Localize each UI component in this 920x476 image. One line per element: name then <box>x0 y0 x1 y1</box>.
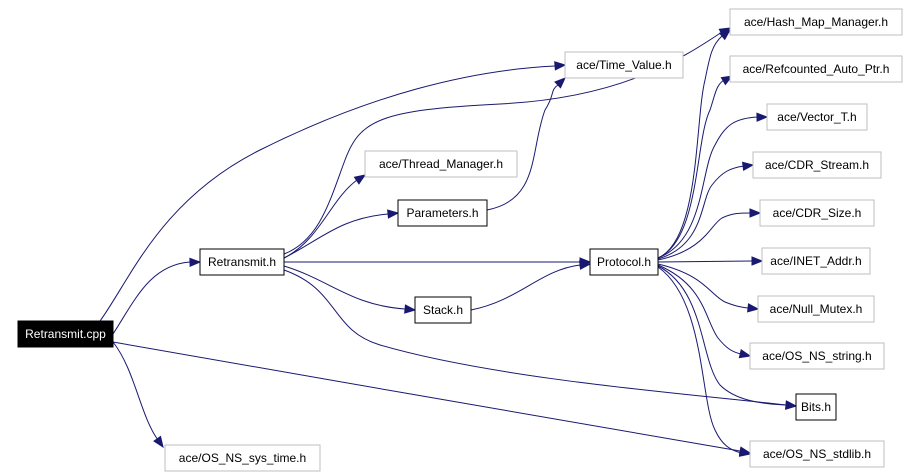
node-hash-map-manager: ace/Hash_Map_Manager.h <box>729 8 903 36</box>
edge-protocol_h-to-vector_t <box>657 112 769 259</box>
edge-stack_h-to-protocol_h <box>470 260 592 311</box>
node-box <box>589 248 659 276</box>
node-label: Stack.h <box>423 303 463 317</box>
node-box <box>749 342 885 370</box>
node-box <box>364 150 518 178</box>
arrowhead <box>153 435 164 449</box>
node-box <box>729 8 903 36</box>
edge-protocol_h-to-cdr_stream <box>657 161 755 260</box>
node-label: ace/INET_Addr.h <box>770 254 861 268</box>
node-os-ns-sys-time: ace/OS_NS_sys_time.h <box>164 444 321 472</box>
arrowhead <box>738 447 752 457</box>
node-os-ns-string: ace/OS_NS_string.h <box>749 342 885 370</box>
arrowhead <box>387 209 400 219</box>
node-null-mutex: ace/Null_Mutex.h <box>757 295 875 323</box>
arrowhead <box>579 260 592 270</box>
edge-parameters_h-to-time_value <box>486 77 566 211</box>
node-label: ace/Refcounted_Auto_Ptr.h <box>743 62 890 76</box>
arrowhead <box>785 400 798 410</box>
node-box <box>752 151 882 179</box>
node-box <box>795 393 837 421</box>
node-box <box>414 296 472 324</box>
node-label: ace/Time_Value.h <box>576 58 671 72</box>
node-label: ace/Hash_Map_Manager.h <box>744 15 888 29</box>
node-protocol-h[interactable]: Protocol.h <box>589 248 659 276</box>
node-label: ace/Vector_T.h <box>777 110 856 124</box>
edge-protocol_h-to-inet_addr <box>657 256 764 266</box>
node-box <box>766 103 868 131</box>
edge-protocol_h-to-null_mutex <box>657 263 760 313</box>
arrowhead <box>720 75 734 86</box>
node-label: Retransmit.cpp <box>25 327 106 341</box>
edge-protocol_h-to-os_ns_stdlib <box>657 266 752 457</box>
edge-protocol_h-to-bits_h <box>657 265 798 410</box>
node-label: ace/Thread_Manager.h <box>379 157 503 171</box>
node-label: ace/OS_NS_sys_time.h <box>179 451 306 465</box>
node-label: Bits.h <box>801 400 831 414</box>
node-box <box>199 248 285 276</box>
arrowhead <box>738 348 752 359</box>
node-label: ace/OS_NS_stdlib.h <box>763 447 871 461</box>
node-retransmit-h[interactable]: Retransmit.h <box>199 248 285 276</box>
arrowhead <box>749 208 762 218</box>
arrowhead <box>554 61 567 71</box>
arrowhead <box>756 112 769 122</box>
edge-retransmit_cpp-to-retransmit_h <box>112 257 202 335</box>
node-box <box>564 51 684 79</box>
arrowhead <box>189 257 202 268</box>
node-box <box>164 444 321 472</box>
edge-layer <box>99 27 798 457</box>
node-inet-addr: ace/INET_Addr.h <box>761 247 871 275</box>
edge-protocol_h-to-os_ns_string <box>657 264 752 359</box>
edge-retransmit_h-to-protocol_h <box>284 257 592 267</box>
node-label: ace/OS_NS_string.h <box>762 349 871 363</box>
node-label: Protocol.h <box>597 255 651 269</box>
arrowhead <box>353 174 367 185</box>
node-box <box>729 55 903 83</box>
node-vector-t: ace/Vector_T.h <box>766 103 868 131</box>
arrowhead <box>718 29 732 41</box>
edge-protocol_h-to-refcounted_auto_ptr <box>657 75 734 259</box>
node-parameters-h[interactable]: Parameters.h <box>397 199 488 227</box>
node-retransmit-cpp[interactable]: Retransmit.cpp <box>17 320 114 348</box>
node-box <box>397 199 488 227</box>
arrowhead <box>404 304 417 314</box>
node-label: ace/CDR_Size.h <box>773 206 862 220</box>
node-thread-manager: ace/Thread_Manager.h <box>364 150 518 178</box>
node-box <box>17 320 114 348</box>
arrowhead <box>741 161 755 172</box>
node-bits-h[interactable]: Bits.h <box>795 393 837 421</box>
node-time-value: ace/Time_Value.h <box>564 51 684 79</box>
edge-protocol_h-to-hash_map_manager <box>657 29 732 259</box>
edge-retransmit_cpp-to-os_ns_sys_time <box>112 341 164 449</box>
node-label: Parameters.h <box>406 206 478 220</box>
node-label: Retransmit.h <box>208 255 276 269</box>
node-layer: Retransmit.cpp Retransmit.h ace/OS_NS_sys_… <box>17 8 903 472</box>
edge-retransmit_cpp-to-os_ns_stdlib <box>112 341 752 456</box>
node-box <box>757 295 875 323</box>
node-box <box>759 199 875 227</box>
node-os-ns-stdlib: ace/OS_NS_stdlib.h <box>749 440 885 468</box>
edge-retransmit_cpp-to-time_value <box>99 61 567 322</box>
node-cdr-size: ace/CDR_Size.h <box>759 199 875 227</box>
edge-retransmit_h-to-stack_h <box>283 265 417 314</box>
arrowhead <box>747 303 760 313</box>
node-refcounted-auto-ptr: ace/Refcounted_Auto_Ptr.h <box>729 55 903 83</box>
node-stack-h[interactable]: Stack.h <box>414 296 472 324</box>
edge-retransmit_h-to-thread_manager <box>283 174 367 259</box>
node-cdr-stream: ace/CDR_Stream.h <box>752 151 882 179</box>
node-label: ace/CDR_Stream.h <box>765 158 869 172</box>
node-label: ace/Null_Mutex.h <box>770 302 863 316</box>
edge-retransmit_h-to-parameters_h <box>283 209 400 259</box>
arrowhead <box>554 77 566 89</box>
node-box <box>761 247 871 275</box>
edge-protocol_h-to-cdr_size <box>657 208 762 261</box>
arrowhead <box>751 256 764 266</box>
node-box <box>749 440 885 468</box>
